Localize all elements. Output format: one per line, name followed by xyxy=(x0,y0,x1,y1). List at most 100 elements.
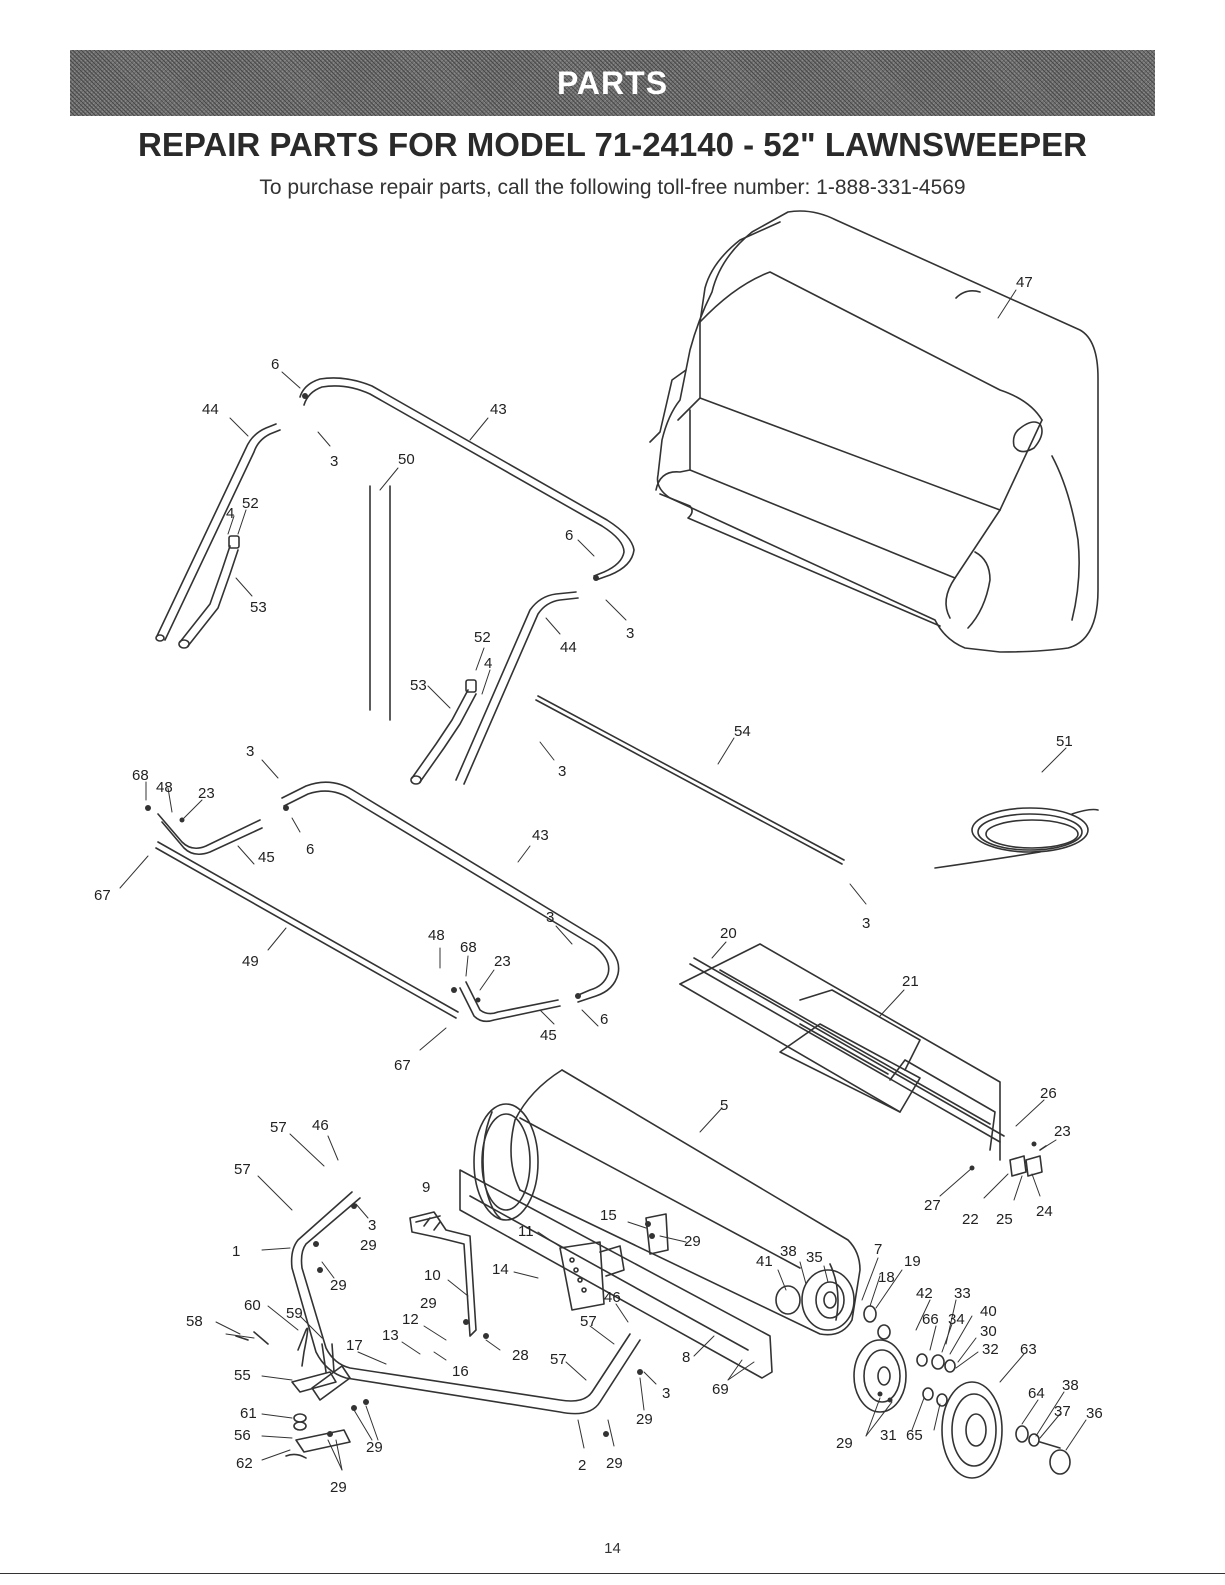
callout-18: 18 xyxy=(878,1269,895,1286)
hopper xyxy=(649,210,1099,653)
callout-23: 23 xyxy=(1054,1123,1071,1140)
handle-grip-53-left xyxy=(178,535,240,649)
callout-29: 29 xyxy=(636,1411,653,1428)
callout-36: 36 xyxy=(1086,1405,1103,1422)
callout-67: 67 xyxy=(394,1057,411,1074)
callout-29: 29 xyxy=(836,1435,853,1452)
callout-58: 58 xyxy=(186,1313,203,1330)
callout-3: 3 xyxy=(368,1217,376,1234)
callout-14: 14 xyxy=(492,1261,509,1278)
rod-49 xyxy=(155,841,459,1019)
callout-50: 50 xyxy=(398,451,415,468)
callout-6: 6 xyxy=(271,356,279,373)
callout-labels: 47 6 44 43 3 50 4 52 53 6 3 44 52 4 53 3… xyxy=(94,274,1103,1496)
callout-43: 43 xyxy=(490,401,507,418)
callout-51: 51 xyxy=(1056,733,1073,750)
callout-40: 40 xyxy=(980,1303,997,1320)
callout-10: 10 xyxy=(424,1267,441,1284)
callout-57: 57 xyxy=(550,1351,567,1368)
callout-20: 20 xyxy=(720,925,737,942)
callout-30: 30 xyxy=(980,1323,997,1340)
callout-54: 54 xyxy=(734,723,751,740)
callout-29: 29 xyxy=(684,1233,701,1250)
callout-60: 60 xyxy=(244,1297,261,1314)
callout-29: 29 xyxy=(330,1277,347,1294)
callout-41: 41 xyxy=(756,1253,773,1270)
callout-29: 29 xyxy=(330,1479,347,1496)
callout-19: 19 xyxy=(904,1253,921,1270)
callout-46: 46 xyxy=(312,1117,329,1134)
callout-38: 38 xyxy=(780,1243,797,1260)
callout-3: 3 xyxy=(626,625,634,642)
purchase-instructions: To purchase repair parts, call the follo… xyxy=(259,176,966,199)
callout-66: 66 xyxy=(922,1311,939,1328)
callout-35: 35 xyxy=(806,1249,823,1266)
drum-housing-5 xyxy=(473,1069,861,1336)
callout-57: 57 xyxy=(580,1313,597,1330)
callout-1: 1 xyxy=(232,1243,240,1260)
callout-69: 69 xyxy=(712,1381,729,1398)
callout-27: 27 xyxy=(924,1197,941,1214)
banner-title: PARTS xyxy=(556,64,669,101)
callout-44: 44 xyxy=(202,401,219,418)
callout-32: 32 xyxy=(982,1341,999,1358)
callout-49: 49 xyxy=(242,953,259,970)
callout-12: 12 xyxy=(402,1311,419,1328)
wheel-assembly xyxy=(775,1269,1071,1479)
callout-56: 56 xyxy=(234,1427,251,1444)
callout-37: 37 xyxy=(1054,1403,1071,1420)
callout-31: 31 xyxy=(880,1427,897,1444)
handle-grip-53-right xyxy=(410,679,477,785)
callout-3: 3 xyxy=(330,453,338,470)
callout-11: 11 xyxy=(518,1223,534,1240)
callout-4: 4 xyxy=(226,505,234,522)
callout-38: 38 xyxy=(1062,1377,1079,1394)
callout-33: 33 xyxy=(954,1285,971,1302)
upper-handle-43 xyxy=(299,377,635,581)
lower-handle-43-45 xyxy=(157,781,620,1023)
callout-5: 5 xyxy=(720,1097,728,1114)
rod-54 xyxy=(535,695,845,865)
callout-34: 34 xyxy=(948,1311,965,1328)
callout-2: 2 xyxy=(578,1457,586,1474)
callout-29: 29 xyxy=(366,1439,383,1456)
hitch-parts xyxy=(235,1327,351,1459)
callout-67: 67 xyxy=(94,887,111,904)
callout-68: 68 xyxy=(132,767,149,784)
callout-53: 53 xyxy=(410,677,427,694)
bracket-11-14 xyxy=(559,1213,669,1311)
callout-48: 48 xyxy=(428,927,445,944)
callout-44: 44 xyxy=(560,639,577,656)
callout-48: 48 xyxy=(156,779,173,796)
callout-68: 68 xyxy=(460,939,477,956)
callout-25: 25 xyxy=(996,1211,1013,1228)
callout-21: 21 xyxy=(902,973,919,990)
callout-63: 63 xyxy=(1020,1341,1037,1358)
rods-50 xyxy=(369,485,391,721)
callout-57: 57 xyxy=(234,1161,251,1178)
callout-26: 26 xyxy=(1040,1085,1057,1102)
callout-45: 45 xyxy=(258,849,275,866)
callout-64: 64 xyxy=(1028,1385,1045,1402)
cord-51 xyxy=(934,807,1099,869)
callout-24: 24 xyxy=(1036,1203,1053,1220)
page-title: REPAIR PARTS FOR MODEL 71-24140 - 52" LA… xyxy=(137,126,1087,163)
frame-bar-8 xyxy=(459,1169,773,1379)
bottom-divider xyxy=(0,1573,1225,1574)
leader-lines xyxy=(119,289,1087,1471)
callout-15: 15 xyxy=(600,1207,617,1224)
callout-8: 8 xyxy=(682,1349,690,1366)
callout-28: 28 xyxy=(512,1347,529,1364)
callout-29: 29 xyxy=(360,1237,377,1254)
brush-assembly-20-21 xyxy=(679,943,1005,1161)
callout-6: 6 xyxy=(306,841,314,858)
callout-13: 13 xyxy=(382,1327,399,1344)
callout-57: 57 xyxy=(270,1119,287,1136)
callout-47: 47 xyxy=(1016,274,1033,291)
tow-handle-1-2 xyxy=(290,1191,641,1415)
callout-3: 3 xyxy=(546,909,554,926)
section-banner: PARTS xyxy=(70,50,1155,116)
callout-16: 16 xyxy=(452,1363,469,1380)
bracket-9-10 xyxy=(409,1211,477,1337)
